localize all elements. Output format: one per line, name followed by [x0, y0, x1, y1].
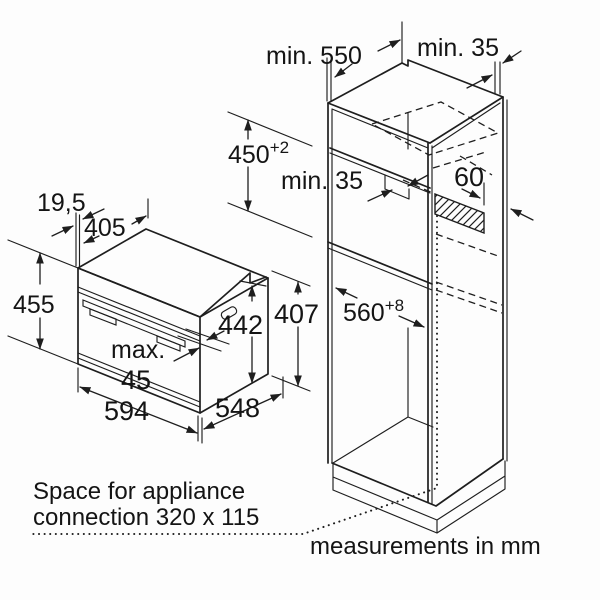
dim-casing-height	[271, 270, 311, 392]
label-handle-protrusion-value: 45	[121, 365, 151, 395]
dim-handle-protrusion	[173, 328, 230, 362]
label-door-height: 442	[218, 310, 263, 340]
dim-depth	[203, 376, 284, 430]
label-body-depth: 405	[84, 214, 126, 242]
connection-note-line1: Space for appliance	[33, 478, 245, 505]
label-casing-height: 407	[274, 299, 319, 329]
dim-vent-width	[461, 188, 481, 199]
label-vent-clearance: min. 35	[281, 167, 363, 195]
dim-niche-height	[227, 111, 313, 238]
label-niche-depth: min. 550	[266, 42, 362, 70]
side-grip-recess	[220, 306, 238, 320]
dim-niche-width	[335, 287, 425, 328]
label-niche-width: 560+8	[343, 296, 404, 327]
dim-door-height	[239, 280, 267, 384]
dim-width	[77, 367, 203, 444]
dimension-labels: min. 550 min. 35 450+2 min. 35 60 560+8 …	[13, 34, 499, 426]
label-depth: 548	[215, 393, 260, 423]
dim-niche-depth	[326, 21, 403, 102]
dim-vent-clearance	[367, 174, 429, 202]
units-note: measurements in mm	[310, 533, 541, 560]
cabinet-plinth	[332, 460, 506, 534]
label-appliance-height: 455	[13, 291, 55, 319]
label-handle-protrusion-word: max.	[111, 336, 165, 364]
label-niche-height: 450+2	[228, 138, 289, 169]
oven-handle	[82, 299, 186, 352]
side-panel-arrow	[510, 208, 534, 221]
label-width: 594	[104, 396, 149, 426]
label-vent-width: 60	[454, 162, 484, 192]
connection-note-line2: connection 320 x 115	[33, 504, 259, 531]
notes: Space for appliance connection 320 x 115…	[33, 478, 541, 560]
dim-rear-clearance	[466, 50, 522, 95]
dimension-lines	[7, 21, 534, 444]
label-rear-clearance: min. 35	[417, 34, 499, 62]
dim-door-thickness	[51, 208, 105, 268]
dim-body-depth	[83, 198, 149, 244]
dim-appliance-height	[7, 239, 79, 365]
label-door-thickness: 19,5	[37, 189, 86, 217]
vent-hatch-strip	[434, 192, 485, 235]
connection-route-dotted-line	[32, 215, 438, 535]
